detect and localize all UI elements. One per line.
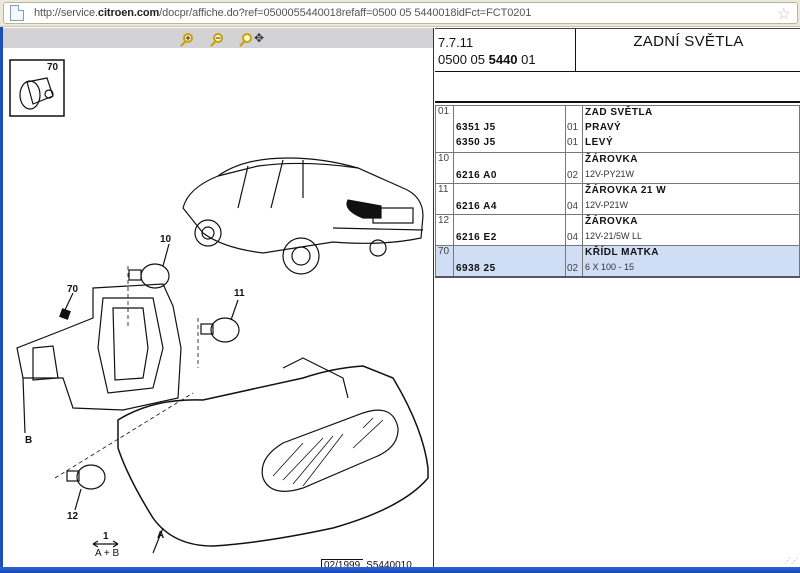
exploded-view-illustration: [9, 59, 429, 554]
zoom-in-button[interactable]: +: [179, 30, 197, 46]
header-ref-number: 0500 05 5440 01: [438, 52, 536, 67]
description-cell: ŽÁROVKA 21 W 12V-P21W: [582, 183, 800, 215]
callout-70: 70: [67, 284, 79, 295]
description-cell: ŽÁROVKA 12V-PY21W: [582, 152, 800, 184]
qty-cell: 02: [565, 152, 583, 184]
table-row[interactable]: 10 6216 A0 02 ŽÁROVKA 12V-PY21W: [435, 152, 800, 184]
part-number-cell: 6216 A0: [453, 152, 566, 184]
parts-header: 7.7.11 0500 05 5440 01 ZADNÍ SVĚTLA: [435, 28, 800, 72]
bookmark-star-icon[interactable]: ☆: [776, 6, 791, 23]
header-ref: 7.7.11 0500 05 5440 01: [435, 29, 576, 72]
browser-address-bar: http://service.citroen.com/docpr/affiche…: [0, 0, 800, 27]
zoom-out-icon: −: [213, 33, 223, 43]
zoom-in-icon: +: [183, 33, 193, 43]
header-date: 7.7.11: [438, 35, 474, 50]
callout-10: 10: [160, 234, 172, 245]
table-row[interactable]: 11 6216 A4 04 ŽÁROVKA 21 W 12V-P21W: [435, 183, 800, 215]
part-number-cell: 6938 25: [453, 245, 566, 278]
window-frame-edge: [0, 27, 3, 567]
move-icon: ✥: [253, 31, 265, 45]
part-number-cell: 6216 E2: [453, 214, 566, 246]
callout-b: B: [25, 435, 33, 446]
description-cell: ZAD SVĚTLA PRAVÝ LEVÝ: [582, 105, 800, 153]
part-number-cell: 6351 J5 6350 J5: [453, 105, 566, 153]
table-row-selected[interactable]: 70 6938 25 02 KŘÍDL MATKA 6 X 100 - 15: [435, 245, 800, 278]
table-row[interactable]: 12 6216 E2 04 ŽÁROVKA 12V-21/5W LL: [435, 214, 800, 246]
qty-cell: 01 01: [565, 105, 583, 153]
qty-cell: 04: [565, 214, 583, 246]
url-text[interactable]: http://service.citroen.com/docpr/affiche…: [34, 7, 532, 19]
inset-label-70: 70: [47, 62, 59, 73]
url-field[interactable]: http://service.citroen.com/docpr/affiche…: [3, 2, 798, 24]
parts-panel: 7.7.11 0500 05 5440 01 ZADNÍ SVĚTLA 01 6…: [435, 28, 800, 567]
parts-table: 01 6351 J5 6350 J5 01 01 ZAD SVĚTLA PRAV…: [435, 105, 800, 278]
description-cell: ŽÁROVKA 12V-21/5W LL: [582, 214, 800, 246]
diagram-panel: + − ✥: [3, 28, 434, 571]
legend-top: 1: [103, 531, 109, 542]
magnifier-icon: [241, 33, 252, 43]
description-cell: KŘÍDL MATKA 6 X 100 - 15: [582, 245, 800, 278]
callout-12: 12: [67, 511, 79, 522]
callout-11: 11: [234, 288, 245, 299]
qty-cell: 04: [565, 183, 583, 215]
legend-bottom: A + B: [95, 548, 120, 559]
page-icon: [10, 5, 24, 21]
ref-cell: 01: [435, 105, 454, 153]
taskbar: [0, 567, 800, 573]
resize-grip-icon[interactable]: ⋰⋰: [784, 558, 798, 565]
page-title: ZADNÍ SVĚTLA: [633, 33, 744, 50]
part-number-cell: 6216 A4: [453, 183, 566, 215]
header-spacer: [435, 73, 800, 103]
table-row[interactable]: 01 6351 J5 6350 J5 01 01 ZAD SVĚTLA PRAV…: [435, 105, 800, 153]
qty-cell: 02: [565, 245, 583, 278]
ref-cell: 12: [435, 214, 454, 246]
ref-cell: 70: [435, 245, 454, 278]
ref-cell: 11: [435, 183, 454, 215]
zoom-toolbar: + − ✥: [3, 28, 433, 48]
callout-a: A: [157, 530, 165, 541]
zoom-out-button[interactable]: −: [209, 30, 227, 46]
ref-cell: 10: [435, 152, 454, 184]
zoom-pan-button[interactable]: ✥: [239, 30, 267, 46]
